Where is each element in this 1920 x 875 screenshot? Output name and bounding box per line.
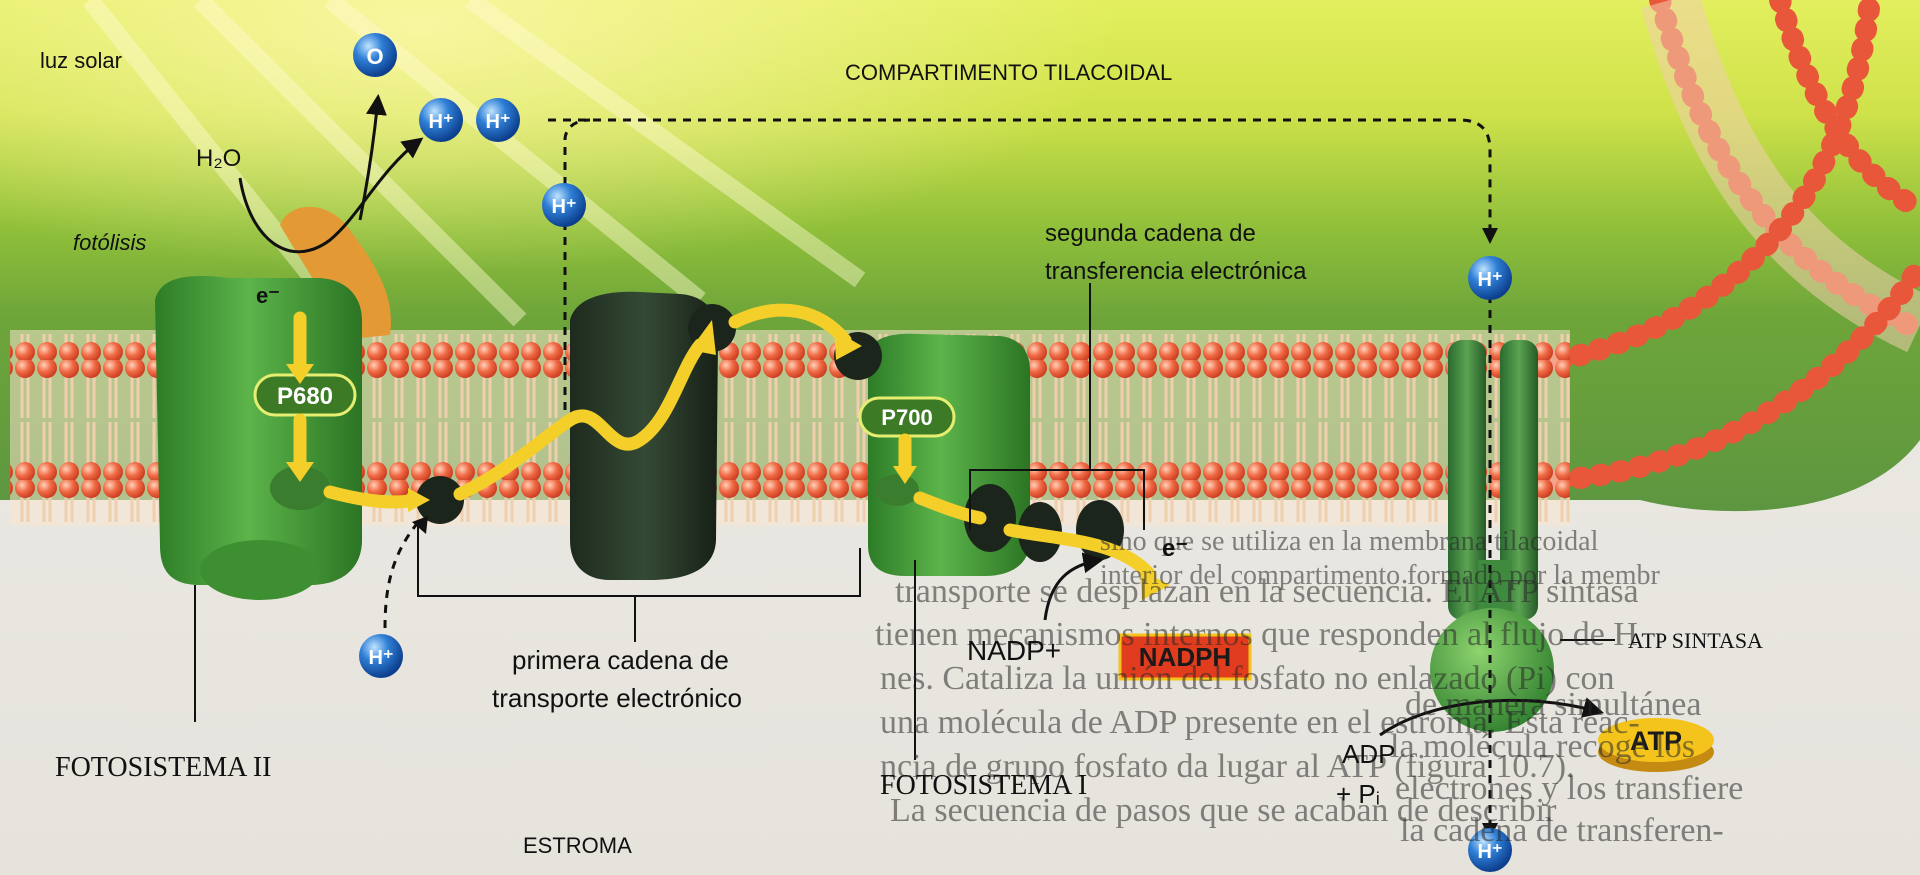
svg-text:H⁺: H⁺	[369, 647, 394, 669]
label-electron-ps2: e⁻	[256, 283, 280, 308]
ion-oxygen: O	[353, 33, 397, 77]
label-estroma: ESTROMA	[523, 833, 632, 858]
svg-text:P680: P680	[277, 383, 333, 410]
proton-4: H⁺	[1468, 256, 1512, 300]
proton-5: H⁺	[359, 634, 403, 678]
label-primera-cadena-line1: primera cadena de	[512, 646, 729, 676]
label-electron-out: e⁻	[1162, 535, 1188, 563]
ps1-acceptor	[875, 474, 919, 506]
svg-text:H⁺: H⁺	[552, 196, 577, 218]
book-text-line: de manera simultánea	[1405, 688, 1701, 722]
proton-1: H⁺	[419, 98, 463, 142]
svg-text:H⁺: H⁺	[1478, 269, 1503, 291]
photosystem-ii-base	[200, 540, 320, 600]
proton-3: H⁺	[542, 183, 586, 227]
label-adp: ADP	[1342, 740, 1395, 770]
label-fotosistema-i: FOTOSISTEMA I	[880, 770, 1087, 802]
p700-pill: P700	[860, 398, 954, 436]
svg-text:O: O	[366, 44, 383, 69]
label-segunda-cadena-line1: segunda cadena de	[1045, 220, 1256, 248]
label-pi: + Pᵢ	[1336, 780, 1380, 810]
label-segunda-cadena-line2: transferencia electrónica	[1045, 258, 1306, 286]
label-luz-solar: luz solar	[40, 48, 122, 73]
svg-text:H⁺: H⁺	[486, 111, 511, 133]
book-text-line: electrones y los transfiere	[1395, 772, 1743, 806]
svg-text:H⁺: H⁺	[429, 111, 454, 133]
label-fotosistema-ii: FOTOSISTEMA II	[55, 752, 272, 784]
label-primera-cadena-line2: transporte electrónico	[492, 684, 742, 714]
proton-2: H⁺	[476, 98, 520, 142]
svg-text:P700: P700	[881, 405, 932, 430]
book-text-line: la molécula recoge los	[1390, 730, 1695, 764]
p680-pill: P680	[255, 375, 355, 415]
book-text-line: la cadena de transferen-	[1400, 814, 1724, 848]
label-atp-sintasa: ATP SINTASA	[1628, 628, 1763, 653]
label-h2o: H₂O	[196, 145, 241, 173]
book-text-line: interior del compartimento formado por l…	[1100, 562, 1660, 590]
photosystem-ii-complex	[155, 276, 362, 585]
label-fotolisis: fotólisis	[73, 230, 146, 255]
label-compartimento-tilacoidal: COMPARTIMENTO TILACOIDAL	[845, 60, 1172, 85]
label-nadp-plus: NADP+	[967, 635, 1061, 667]
